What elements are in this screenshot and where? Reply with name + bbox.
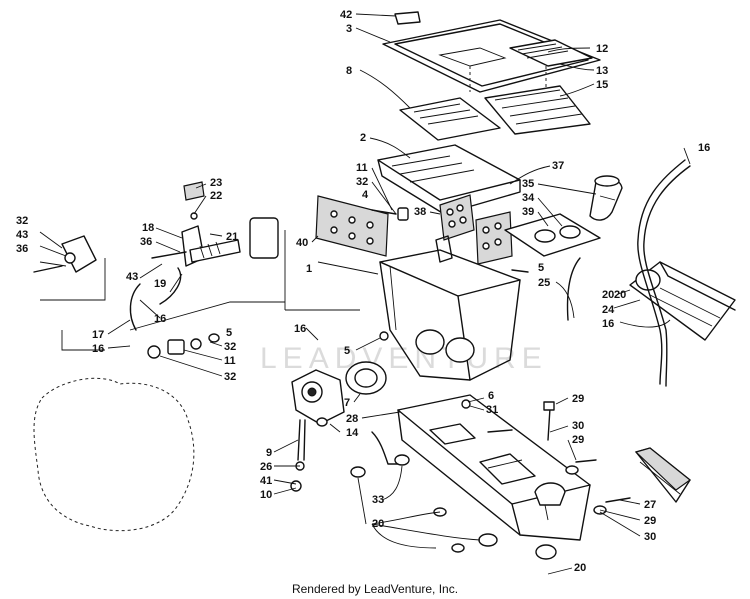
callout: 29 <box>572 393 584 405</box>
callout: 32 <box>16 215 28 227</box>
callout: 30 <box>644 531 656 543</box>
callout: 35 <box>522 178 534 190</box>
callout: 16 <box>92 343 104 355</box>
callout: 8 <box>346 65 352 77</box>
callout: 38 <box>414 206 426 218</box>
callout: 12 <box>596 43 608 55</box>
callout: 13 <box>596 65 608 77</box>
washers-left <box>147 333 220 359</box>
watermark: LEADVENTURE <box>260 342 548 375</box>
fuel-line <box>371 431 401 465</box>
callout: 24 <box>602 304 615 316</box>
filter-left <box>399 97 501 141</box>
filter-right <box>484 85 591 135</box>
callout: 23 <box>210 177 222 189</box>
callout: 20 <box>574 562 586 574</box>
callout: 21 <box>226 231 238 243</box>
callout: 42 <box>340 9 352 21</box>
callout: 5 <box>344 345 350 357</box>
callout: 7 <box>344 397 350 409</box>
intake-boot <box>629 261 736 341</box>
callout: 22 <box>210 190 222 202</box>
callout: 40 <box>296 237 308 249</box>
callout: 41 <box>260 475 272 487</box>
callout: 43 <box>126 271 138 283</box>
callout: 16 <box>698 142 710 154</box>
callout: 36 <box>140 236 152 248</box>
callout: 16 <box>294 323 306 335</box>
callout: 29 <box>644 515 656 527</box>
hose-right <box>637 159 686 385</box>
callout: 2 <box>360 132 366 144</box>
callout: 29 <box>572 434 584 446</box>
callout: 32 <box>224 371 236 383</box>
callout: 30 <box>572 420 584 432</box>
callout: 17 <box>92 329 104 341</box>
callout: 43 <box>16 229 28 241</box>
left-fitting <box>33 235 97 273</box>
gasket-plate <box>504 213 601 257</box>
callout: 34 <box>522 192 535 204</box>
callout: 3 <box>346 23 352 35</box>
callout: 18 <box>142 222 154 234</box>
callout: 20 <box>602 289 614 301</box>
callout: 9 <box>266 447 272 459</box>
clips <box>290 417 607 560</box>
cover-plate <box>634 447 691 503</box>
carburetor <box>291 361 387 461</box>
footer-credit: Rendered by LeadVenture, Inc. <box>291 582 459 596</box>
primer-assembly <box>129 181 279 331</box>
intake-silencer <box>397 394 591 541</box>
callout: 37 <box>552 160 564 172</box>
bolts <box>371 207 631 503</box>
callout: 32 <box>224 341 236 353</box>
callout: 31 <box>486 404 498 416</box>
callout: 5 <box>538 262 544 274</box>
callout: 33 <box>372 494 384 506</box>
callout: 15 <box>596 79 608 91</box>
callout: 19 <box>154 278 166 290</box>
callout: 11 <box>356 162 368 174</box>
callout: 11 <box>224 355 236 367</box>
callout: 32 <box>356 176 368 188</box>
leader-lines <box>39 13 691 575</box>
callout: 5 <box>226 327 232 339</box>
callout: 26 <box>260 461 272 473</box>
foam-block-40 <box>315 195 389 257</box>
callout: 39 <box>522 206 534 218</box>
intake-elbow <box>589 175 623 221</box>
callout: 36 <box>16 243 28 255</box>
callout: 14 <box>346 427 359 439</box>
foam-block-right <box>475 211 513 265</box>
callout: 20 <box>372 518 384 530</box>
callout-labels: 42 3 12 8 13 15 16 2 37 11 32 35 4 34 38… <box>16 9 710 574</box>
callout: 25 <box>538 277 550 289</box>
callout: 27 <box>644 499 656 511</box>
callout: 16 <box>602 318 614 330</box>
foam-block-38 <box>439 194 475 241</box>
airbox-body <box>379 235 521 381</box>
callout: 1 <box>306 263 312 275</box>
top-plate <box>382 11 601 93</box>
callout: 28 <box>346 413 358 425</box>
engine-outline <box>33 377 195 532</box>
callout: 20 <box>614 289 626 301</box>
callout: 4 <box>362 189 369 201</box>
callout: 16 <box>154 313 166 325</box>
callout: 6 <box>488 390 494 402</box>
callout: 10 <box>260 489 272 501</box>
